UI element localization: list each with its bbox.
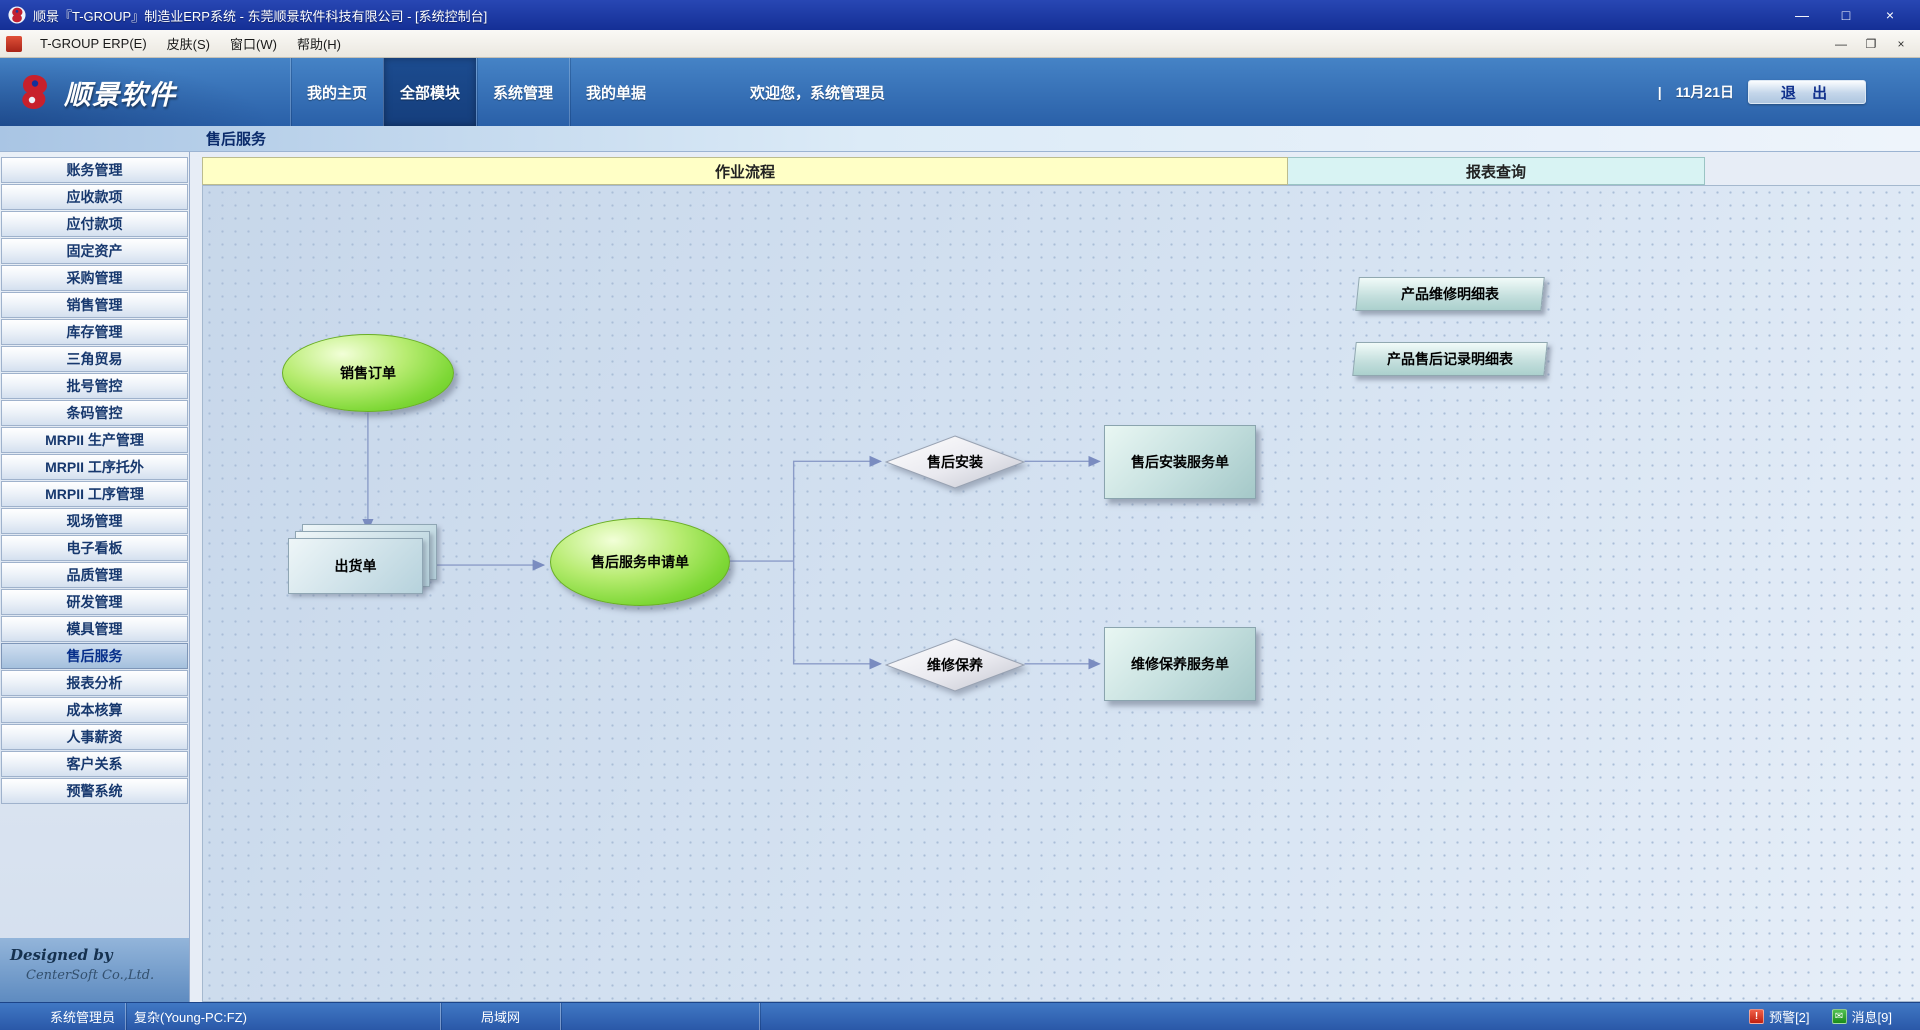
sidebar-item-batch-control[interactable]: 批号管控 bbox=[1, 373, 188, 399]
mdi-minimize-icon[interactable]: — bbox=[1835, 36, 1847, 51]
module-sidebar: 账务管理 应收款项 应付款项 固定资产 采购管理 销售管理 库存管理 三角贸易 … bbox=[0, 152, 190, 1002]
report-button-label: 产品维修明细表 bbox=[1401, 286, 1499, 302]
status-user: 系统管理员 bbox=[0, 1003, 126, 1030]
menu-tgroup-erp[interactable]: T-GROUP ERP(E) bbox=[40, 36, 147, 51]
tab-my-home[interactable]: 我的主页 bbox=[290, 58, 383, 126]
logo-area: 顺景软件 bbox=[0, 58, 290, 126]
sidebar-spacer bbox=[0, 805, 189, 938]
date-separator: | bbox=[1657, 84, 1662, 100]
sidebar-item-alert-system[interactable]: 预警系统 bbox=[1, 778, 188, 804]
sidebar-item-fixed-assets[interactable]: 固定资产 bbox=[1, 238, 188, 264]
status-empty-section bbox=[561, 1003, 760, 1030]
shipment-page-front: 出货单 bbox=[288, 538, 423, 594]
title-bar: 顺景『T-GROUP』制造业ERP系统 - 东莞顺景软件科技有限公司 - [系统… bbox=[0, 0, 1920, 30]
message-icon: ✉ bbox=[1831, 1009, 1847, 1024]
window-title: 顺景『T-GROUP』制造业ERP系统 - 东莞顺景软件科技有限公司 - [系统… bbox=[33, 8, 488, 24]
brand-name: 顺景软件 bbox=[64, 79, 176, 110]
flow-node-install-order[interactable]: 售后安装服务单 bbox=[1104, 425, 1256, 499]
sidebar-item-payables[interactable]: 应付款项 bbox=[1, 211, 188, 237]
exit-button[interactable]: 退 出 bbox=[1748, 80, 1866, 104]
sidebar-item-mold[interactable]: 模具管理 bbox=[1, 616, 188, 642]
tab-my-documents[interactable]: 我的单据 bbox=[569, 58, 662, 126]
tab-system-admin[interactable]: 系统管理 bbox=[476, 58, 569, 126]
page-title: 售后服务 bbox=[0, 126, 1920, 152]
sidebar-footer: Designed by CenterSoft Co.,Ltd. bbox=[0, 938, 189, 1002]
sidebar-item-after-sales[interactable]: 售后服务 bbox=[1, 643, 188, 669]
sidebar-item-cost-accounting[interactable]: 成本核算 bbox=[1, 697, 188, 723]
app-logo-icon bbox=[8, 6, 26, 24]
alert-icon: ! bbox=[1749, 1009, 1765, 1024]
logo-icon bbox=[22, 75, 47, 109]
alerts-label: 预警[2] bbox=[1769, 1010, 1810, 1025]
flow-connectors bbox=[362, 412, 1101, 670]
minimize-icon[interactable]: — bbox=[1795, 7, 1809, 23]
close-icon[interactable]: × bbox=[1885, 7, 1895, 23]
report-button-product-repair-detail[interactable]: 产品维修明细表 bbox=[1355, 277, 1545, 311]
sidebar-item-mrp2-outsourcing[interactable]: MRPII 工序托外 bbox=[1, 454, 188, 480]
status-bar: 系统管理员 复杂(Young-PC:FZ) 局域网 ! 预警[2] ✉ 消息[9… bbox=[0, 1002, 1920, 1030]
sidebar-item-quality[interactable]: 品质管理 bbox=[1, 562, 188, 588]
menu-skin[interactable]: 皮肤(S) bbox=[166, 37, 211, 52]
tab-all-modules[interactable]: 全部模块 bbox=[383, 58, 476, 126]
app-header: 顺景软件 我的主页 全部模块 系统管理 我的单据 欢迎您，系统管理员 | 11月… bbox=[0, 58, 1920, 126]
sidebar-item-purchasing[interactable]: 采购管理 bbox=[1, 265, 188, 291]
flowchart-canvas: 销售订单 出货单 售后服务申请单 售后安装 bbox=[202, 185, 1920, 1002]
mdi-close-icon[interactable]: × bbox=[1897, 36, 1905, 51]
status-workstation: 复杂(Young-PC:FZ) bbox=[126, 1003, 441, 1030]
sidebar-item-report-analysis[interactable]: 报表分析 bbox=[1, 670, 188, 696]
sidebar-item-sales[interactable]: 销售管理 bbox=[1, 292, 188, 318]
sidebar-item-inventory[interactable]: 库存管理 bbox=[1, 319, 188, 345]
tab-process-flow[interactable]: 作业流程 bbox=[202, 157, 1288, 185]
report-button-label: 产品售后记录明细表 bbox=[1387, 351, 1513, 367]
tab-report-query[interactable]: 报表查询 bbox=[1288, 157, 1705, 185]
decision-label: 售后安装 bbox=[927, 454, 983, 470]
main-area: 作业流程 报表查询 bbox=[190, 152, 1920, 1002]
sidebar-item-accounting[interactable]: 账务管理 bbox=[1, 157, 188, 183]
messages-button[interactable]: ✉ 消息[9] bbox=[1831, 1007, 1892, 1026]
sidebar-item-mrp2-process[interactable]: MRPII 工序管理 bbox=[1, 481, 188, 507]
sidebar-item-shopfloor[interactable]: 现场管理 bbox=[1, 508, 188, 534]
flow-decision-install[interactable]: 售后安装 bbox=[885, 435, 1025, 489]
status-network: 局域网 bbox=[441, 1003, 561, 1030]
sidebar-item-barcode-control[interactable]: 条码管控 bbox=[1, 400, 188, 426]
sidebar-item-e-kanban[interactable]: 电子看板 bbox=[1, 535, 188, 561]
flow-node-sales-order[interactable]: 销售订单 bbox=[282, 334, 454, 412]
current-date: 11月21日 bbox=[1675, 84, 1734, 100]
mdi-restore-icon[interactable]: ❐ bbox=[1865, 36, 1877, 51]
report-button-after-sales-record-detail[interactable]: 产品售后记录明细表 bbox=[1352, 342, 1548, 376]
flow-node-shipment[interactable]: 出货单 bbox=[288, 524, 438, 595]
mdi-child-icon bbox=[6, 35, 22, 52]
alerts-button[interactable]: ! 预警[2] bbox=[1749, 1007, 1810, 1026]
welcome-text: 欢迎您，系统管理员 bbox=[750, 84, 886, 102]
diamond-shape bbox=[885, 435, 1025, 489]
menu-help[interactable]: 帮助(H) bbox=[296, 37, 341, 52]
menu-window[interactable]: 窗口(W) bbox=[230, 37, 277, 52]
sidebar-item-rnd[interactable]: 研发管理 bbox=[1, 589, 188, 615]
maximize-icon[interactable]: □ bbox=[1841, 7, 1851, 23]
designed-by-text: Designed by bbox=[10, 946, 113, 964]
sidebar-item-mrp2-production[interactable]: MRPII 生产管理 bbox=[1, 427, 188, 453]
diamond-shape bbox=[885, 638, 1025, 692]
sidebar-item-receivables[interactable]: 应收款项 bbox=[1, 184, 188, 210]
decision-label: 维修保养 bbox=[927, 657, 983, 673]
status-filler bbox=[760, 1003, 1749, 1030]
flow-node-service-request[interactable]: 售后服务申请单 bbox=[550, 518, 730, 606]
sidebar-item-crm[interactable]: 客户关系 bbox=[1, 751, 188, 777]
sidebar-item-triangle-trade[interactable]: 三角贸易 bbox=[1, 346, 188, 372]
menu-bar: T-GROUP ERP(E) 皮肤(S) 窗口(W) 帮助(H) — ❐ × bbox=[0, 30, 1920, 58]
flow-node-maintenance-order[interactable]: 维修保养服务单 bbox=[1104, 627, 1256, 701]
flow-decision-maintenance[interactable]: 维修保养 bbox=[885, 638, 1025, 692]
sidebar-item-hr-payroll[interactable]: 人事薪资 bbox=[1, 724, 188, 750]
header-nav: 我的主页 全部模块 系统管理 我的单据 bbox=[290, 58, 662, 126]
company-name: CenterSoft Co.,Ltd. bbox=[26, 968, 155, 983]
messages-label: 消息[9] bbox=[1851, 1010, 1892, 1025]
